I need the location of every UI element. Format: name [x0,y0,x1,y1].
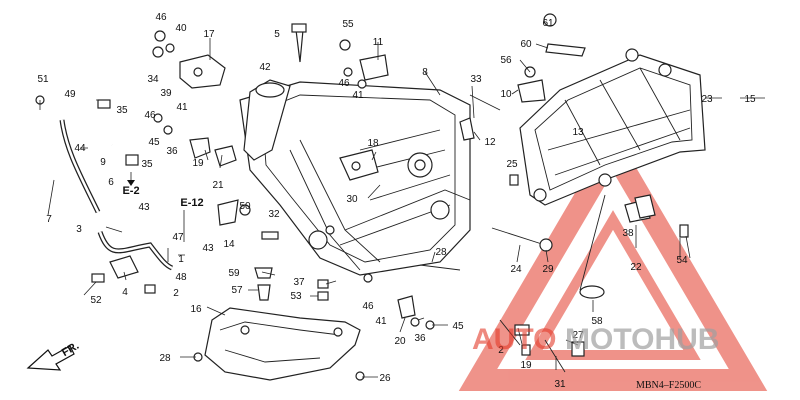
callout: 46 [144,110,156,121]
callout: 17 [203,29,215,40]
callout: 58 [591,316,603,327]
callout: 47 [172,232,184,243]
callout: 51 [37,74,49,85]
callout: 10 [500,89,512,100]
callout: 32 [268,209,280,220]
callout: 19 [192,158,204,169]
callout: 24 [510,264,522,275]
callout: 55 [342,19,354,30]
callout: 36 [166,146,178,157]
callout: 38 [622,228,634,239]
callout: 52 [90,295,102,306]
callout: 20 [394,336,406,347]
callout: 50 [239,201,251,212]
callout: 7 [46,214,52,225]
callout: 2 [173,288,179,299]
callout: 45 [452,321,464,332]
callout: 2 [498,345,504,356]
callout: 27 [572,330,584,341]
callout: 1 [178,254,184,265]
callout: 49 [64,89,76,100]
callout: 21 [212,180,224,191]
callout: 59 [228,268,240,279]
callout: 28 [435,247,447,258]
front-label: FR. [60,340,81,359]
callout: 60 [520,39,532,50]
callout: 46 [155,12,167,23]
callout: 56 [500,55,512,66]
callout: 30 [346,194,358,205]
callout: 57 [231,285,243,296]
callout: 33 [470,74,482,85]
callout: 23 [701,94,713,105]
main-frame [239,79,471,276]
skid-plate [204,307,361,381]
callout: 5 [274,29,280,40]
callout: 46 [338,78,350,89]
callout: 22 [630,262,642,273]
callout: 31 [554,379,566,390]
callout: 34 [147,74,159,85]
sub-frame [519,48,706,206]
callout: 46 [362,301,374,312]
watermark-logo [458,128,768,391]
callout: 19 [520,360,532,371]
callout: 42 [259,62,271,73]
left-parts [35,23,365,381]
callout: 11 [373,37,384,48]
callout: 54 [676,255,688,266]
callout: 3 [76,224,82,235]
callout: 4 [122,287,128,298]
diagram-code: MBN4–F2500C [636,380,701,391]
callout: 8 [422,67,428,78]
callout-labels: 46 40 17 5 55 11 61 60 56 10 33 8 23 15 … [37,12,756,390]
watermark-text-right: MOTOHUB [565,323,719,356]
callout: 26 [379,373,391,384]
callout: 48 [175,272,187,283]
callout: 43 [202,243,214,254]
callout: 41 [375,316,387,327]
callout: 61 [542,18,554,29]
callout: 37 [293,277,305,288]
callout: 41 [352,90,364,101]
callout: 39 [160,88,172,99]
callout: 6 [108,177,114,188]
callout: 9 [100,157,106,168]
callout: 35 [141,159,153,170]
callout: 41 [176,102,188,113]
watermark-text: AUTO MOTOHUB [472,323,719,356]
callout: 43 [138,202,150,213]
callout: 29 [542,264,554,275]
section-ref-e2: E-2 [122,185,139,197]
callout: 25 [506,159,518,170]
callout: 15 [744,94,756,105]
callout: 13 [572,127,584,138]
callout: 45 [148,137,160,148]
callout: 36 [414,333,426,344]
callout: 28 [159,353,171,364]
section-references: E-2 E-12 [122,172,204,209]
callout: 53 [290,291,302,302]
callout: 14 [223,239,235,250]
callout: 35 [116,105,128,116]
callout: 40 [175,23,187,34]
leader-lines [39,38,765,378]
callout: 18 [367,138,379,149]
front-direction-arrow: FR. [26,340,81,371]
watermark-text-left: AUTO [472,323,556,356]
section-ref-e12: E-12 [180,197,203,209]
right-parts [339,13,689,373]
callout: 12 [484,137,496,148]
front-arrow-icon [26,345,75,371]
callout: 44 [74,143,86,154]
callout: 16 [190,304,202,315]
arrow-head-icon [127,180,135,186]
